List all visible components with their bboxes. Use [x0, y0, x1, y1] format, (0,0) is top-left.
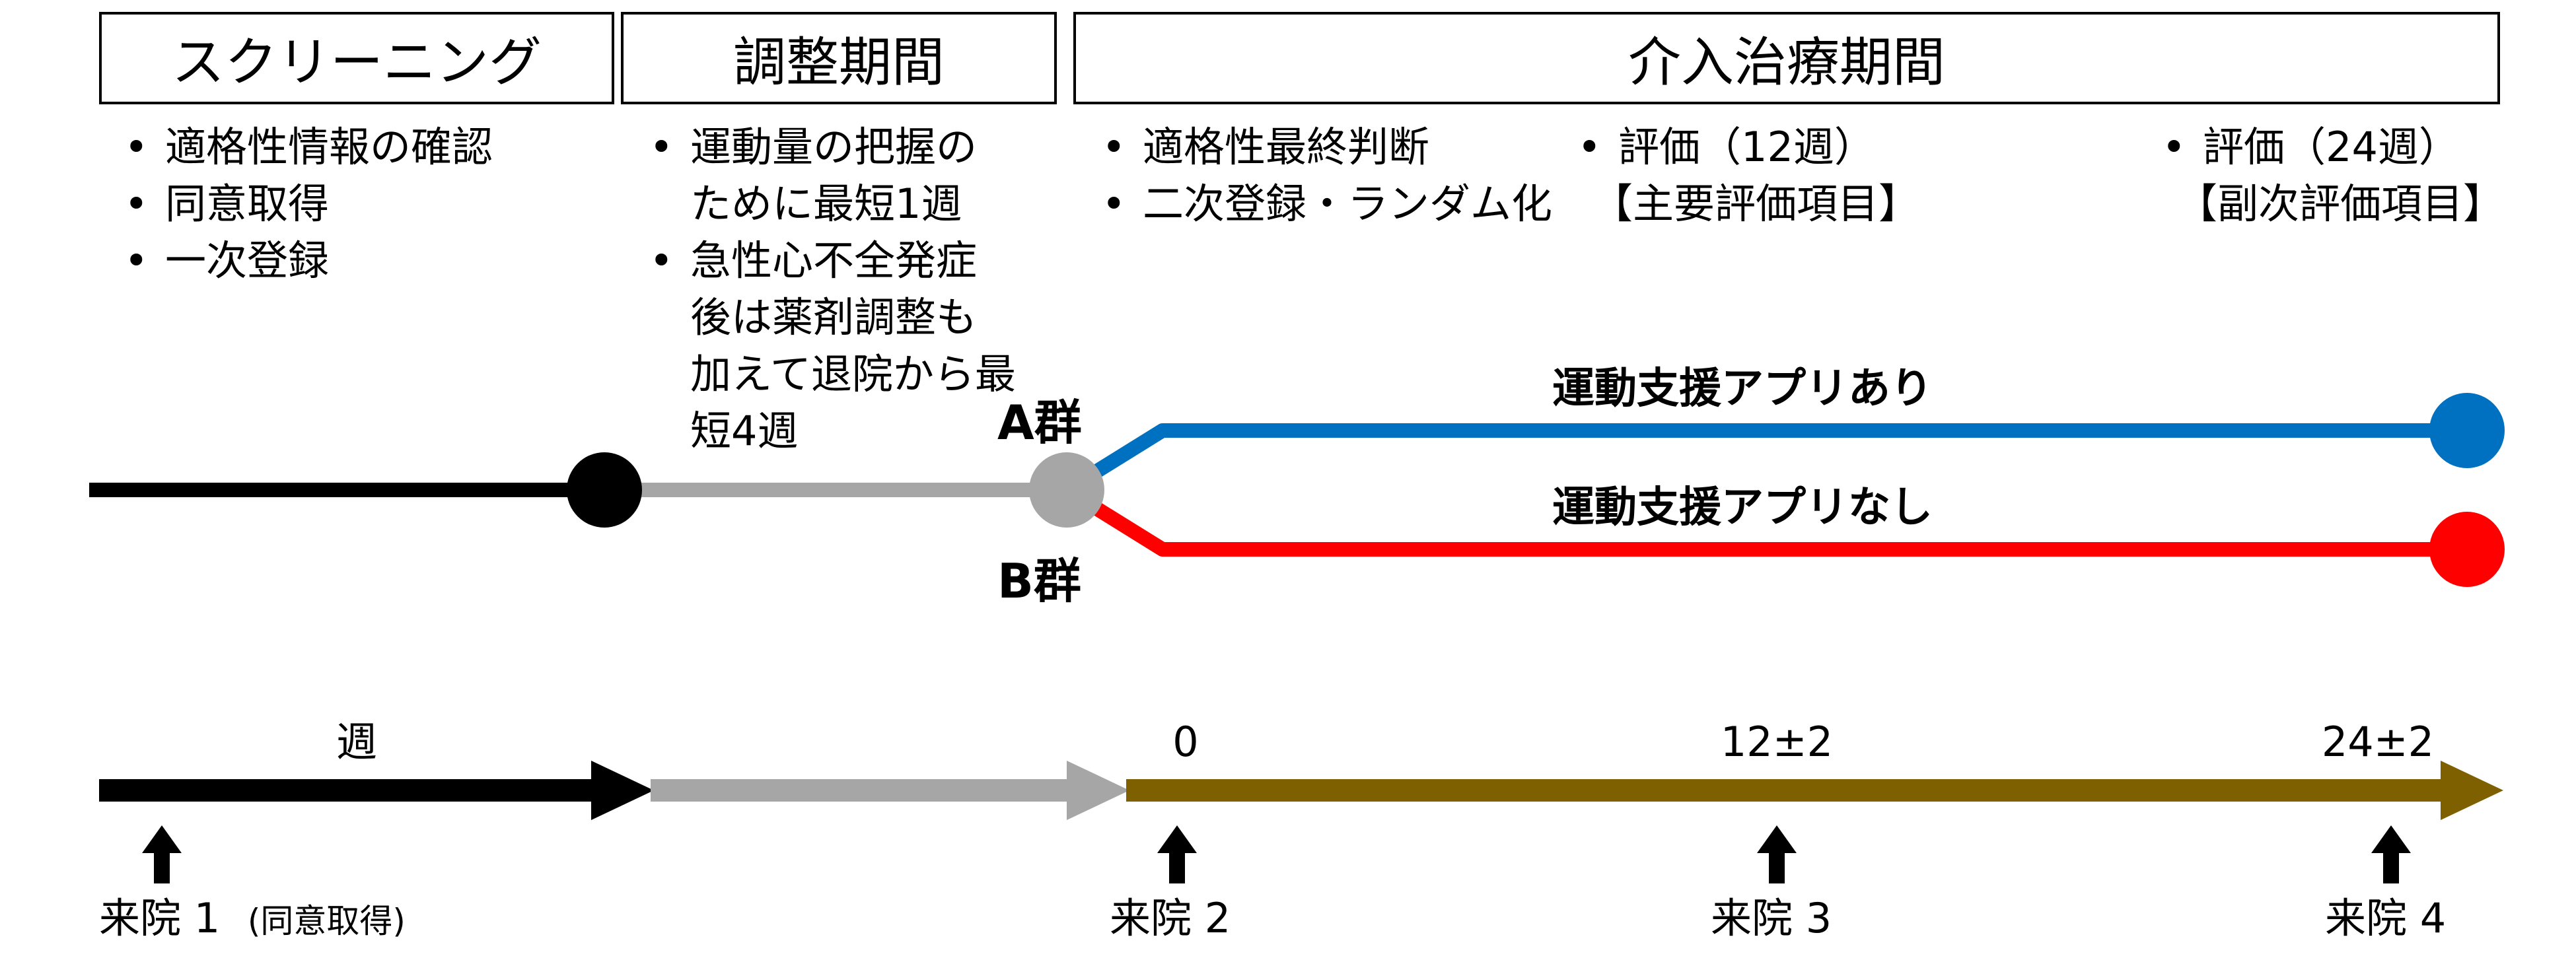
timeline-adjustment-arrowhead [1067, 761, 1129, 820]
adjustment-item: 急性心不全発症 [637, 232, 1016, 289]
randomization-node [1029, 452, 1104, 528]
visit-3-label: 来院 3 [1711, 894, 1832, 942]
intervention-item: 適格性最終判断 [1090, 119, 1552, 176]
evaluation-sub: 【主要評価項目】 [1592, 180, 1920, 228]
evaluation-24w: 評価（24週） 【副次評価項目】 [2150, 119, 2504, 232]
phase-intervention-box: 介入治療期間 [1073, 12, 2500, 104]
screening-item: 同意取得 [112, 176, 493, 232]
visit-2-marker [1157, 825, 1197, 883]
up-arrow-icon [1757, 825, 1797, 853]
adjustment-item-line: 後は薬剤調整も [690, 293, 978, 341]
timeline-tick-label: 24±2 [2322, 718, 2434, 766]
evaluation-label: 評価（24週） [2150, 119, 2504, 176]
adjustment-bullets: 運動量の把握の ために最短1週 急性心不全発症 後は薬剤調整も 加えて退院から最… [637, 119, 1016, 460]
visit-2-label: 来院 2 [1110, 894, 1231, 942]
visit-1-marker [142, 825, 182, 883]
enrollment-node [567, 452, 642, 528]
timeline-unit-label: 週 [336, 718, 377, 766]
up-arrow-icon [2383, 852, 2399, 883]
phase-screening-label: スクリーニング [172, 32, 542, 93]
timeline-intervention-arrowhead [2441, 761, 2503, 820]
visit-label-text: 来院 1 [99, 894, 220, 942]
visit-3-marker [1757, 825, 1797, 883]
group-b-description: 運動支援アプリなし [1552, 483, 1933, 532]
timeline-tick-label: 0 [1172, 718, 1198, 766]
evaluation-sub: 【副次評価項目】 [2176, 180, 2505, 228]
phase-adjustment-label: 調整期間 [733, 32, 945, 93]
adjustment-item-line: 運動量の把握の [690, 123, 978, 171]
intervention-bullets: 適格性最終判断 二次登録・ランダム化 [1090, 119, 1552, 232]
up-arrow-icon [2371, 825, 2411, 853]
screening-bullets: 適格性情報の確認 同意取得 一次登録 [112, 119, 493, 289]
phase-adjustment-box: 調整期間 [621, 12, 1057, 104]
visit-note-text: (同意取得) [248, 902, 406, 940]
up-arrow-icon [1769, 852, 1785, 883]
up-arrow-icon [154, 852, 170, 883]
evaluation-12w: 評価（12週） 【主要評価項目】 [1565, 119, 1919, 232]
adjustment-item-line: 加えて退院から最 [690, 350, 1016, 398]
timeline-screening-arrowhead [591, 761, 654, 820]
screening-item: 適格性情報の確認 [112, 119, 493, 176]
intervention-item: 二次登録・ランダム化 [1090, 176, 1552, 232]
evaluation-label: 評価（12週） [1565, 119, 1919, 176]
screening-item: 一次登録 [112, 232, 493, 289]
visit-4-marker [2371, 825, 2411, 883]
timeline-tick-label: 12±2 [1721, 718, 1833, 766]
group-a-path [1063, 423, 2467, 497]
visit-4-label: 来院 4 [2325, 894, 2446, 942]
group-b-end-node [2429, 512, 2505, 587]
group-a-label: A群 [997, 395, 1082, 450]
group-a-description: 運動支援アプリあり [1552, 364, 1933, 413]
visit-1-label: 来院 1 (同意取得) [99, 894, 406, 942]
group-b-label: B群 [997, 553, 1081, 609]
up-arrow-icon [1169, 852, 1185, 883]
phase-intervention-label: 介入治療期間 [1628, 32, 1945, 93]
group-a-end-node [2429, 393, 2505, 468]
adjustment-item-line: 短4週 [690, 407, 799, 455]
up-arrow-icon [142, 825, 182, 853]
adjustment-item-line: 急性心不全発症 [690, 236, 978, 285]
up-arrow-icon [1157, 825, 1197, 853]
phase-screening-box: スクリーニング [99, 12, 614, 104]
adjustment-item: 運動量の把握の [637, 119, 1016, 176]
adjustment-item-line: ために最短1週 [690, 180, 962, 228]
